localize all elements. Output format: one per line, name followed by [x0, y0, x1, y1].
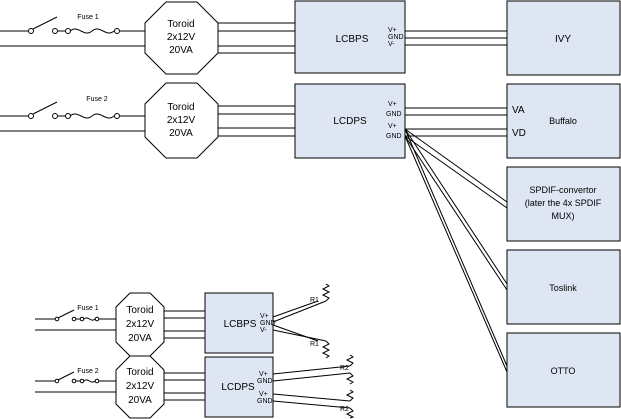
lcdps-pin-gnd-b: GND: [386, 133, 402, 140]
otto-label: OTTO: [551, 366, 576, 376]
toroid-1-to-psu-wires: [218, 22, 295, 54]
lcbps-pin-gnd: GND: [388, 34, 404, 41]
mini-lcdps-label: LCDPS: [221, 382, 255, 393]
toslink-label: Toslink: [549, 283, 577, 293]
toroid-2: Toroid 2x12V 20VA: [144, 82, 219, 159]
mini-lcdps-pin-vplus-a: V+: [259, 371, 268, 378]
mains-line-1: Fuse 1: [0, 14, 145, 47]
mini-lcdps-pin-gnd-b: GND: [257, 398, 273, 405]
mini-lcbps-pin-gnd: GND: [260, 320, 276, 327]
spdif-box: SPDIF-convertor (later the 4x SPDIF MUX): [506, 166, 621, 242]
mini-lcbps-box: LCBPS V+ GND V-: [204, 292, 276, 354]
toroid-1-line-3: 20VA: [169, 45, 193, 56]
spdif-line-3: MUX): [552, 211, 575, 221]
resistor-r1-upper: [321, 283, 331, 302]
toroid-2-to-psu-wires: [218, 105, 295, 137]
mini-switch-1: [57, 309, 75, 319]
lcbps-box: LCBPS V+ GND V-: [294, 0, 406, 74]
toroid-2-line-1: Toroid: [167, 102, 194, 113]
toroid-1: Toroid 2x12V 20VA: [144, 1, 219, 75]
mains-line-2: Fuse 2: [0, 96, 145, 132]
otto-box: OTTO: [506, 332, 621, 408]
buffalo-pin-va: VA: [512, 105, 525, 116]
buffalo-label: Buffalo: [549, 116, 577, 126]
mini-lcbps-pin-vminus: V-: [260, 327, 267, 334]
mini-toroid-2: Toroid 2x12V 20VA: [115, 355, 165, 419]
resistor-r2-lower-a: [345, 389, 354, 402]
switch-2: [32, 101, 58, 115]
spdif-line-1: SPDIF-convertor: [529, 185, 596, 195]
r1-lower-label: R1: [310, 341, 319, 348]
buffalo-pin-vd: VD: [512, 128, 526, 139]
resistor-r1-lower: [321, 340, 331, 359]
mini-toroid-2-line-3: 20VA: [128, 395, 152, 406]
lcdps-pin-gnd-a: GND: [386, 111, 402, 118]
lcbps-pin-vplus: V+: [388, 27, 397, 34]
resistor-r2-upper-a: [345, 354, 354, 367]
mini-fuse-1-symbol: [83, 317, 96, 321]
toroid-2-line-3: 20VA: [169, 128, 193, 139]
mini-lcbps-resistor-wires: R1 R1: [272, 283, 331, 359]
spdif-line-2: (later the 4x SPDIF: [525, 198, 602, 208]
r2-upper-label: R2: [340, 365, 349, 372]
mini-toroid-1-line-3: 20VA: [128, 333, 152, 344]
r1-upper-label: R1: [310, 297, 319, 304]
ivy-label: IVY: [555, 34, 571, 45]
mini-toroid-1-line-1: Toroid: [126, 305, 153, 316]
buffalo-box: VA VD Buffalo: [506, 83, 621, 159]
mini-lcbps-label: LCBPS: [224, 319, 257, 330]
mini-toroid-1-line-2: 2x12V: [126, 319, 155, 330]
ivy-box: IVY: [506, 0, 621, 76]
lcdps-to-buffalo-wires: [405, 107, 507, 137]
toslink-box: Toslink: [506, 249, 621, 325]
resistor-r2-upper-b: [345, 372, 354, 385]
mini-toroid-2-line-2: 2x12V: [126, 381, 155, 392]
toroid-1-line-2: 2x12V: [167, 32, 196, 43]
mini-lcbps-pin-vplus: V+: [260, 313, 269, 320]
lcdps-box: LCDPS V+ GND V+ GND: [294, 83, 406, 159]
mini-fuse-2-label: Fuse 2: [77, 368, 99, 375]
toroid-1-line-1: Toroid: [167, 19, 194, 30]
fuse-1-label: Fuse 1: [77, 14, 99, 21]
lcdps-pin-vplus-b: V+: [388, 123, 397, 130]
mini-toroid-1-wires: [164, 310, 205, 339]
mini-switch-2: [57, 371, 75, 381]
lcbps-to-ivy-wires: [405, 30, 507, 46]
lcbps-pin-vminus: V-: [388, 41, 395, 48]
mini-fuse-2-symbol: [83, 379, 96, 383]
fuse-2-label: Fuse 2: [86, 96, 108, 103]
lcdps-label: LCDPS: [333, 116, 367, 127]
toroid-2-line-2: 2x12V: [167, 115, 196, 126]
r2-lower-label: R2: [340, 406, 349, 413]
lcdps-pin-vplus-a: V+: [388, 101, 397, 108]
fuse-1-symbol: [69, 28, 115, 34]
mini-toroid-2-line-1: Toroid: [126, 367, 153, 378]
mini-fuse-1-label: Fuse 1: [77, 305, 99, 312]
mini-lcdps-pin-vplus-b: V+: [259, 391, 268, 398]
mini-mains-line-1: Fuse 1: [35, 305, 116, 331]
resistor-r2-lower-b: [345, 407, 355, 419]
mini-toroid-2-wires: [164, 372, 205, 401]
mini-toroid-1: Toroid 2x12V 20VA: [115, 292, 165, 357]
mini-lcdps-pin-gnd-a: GND: [257, 378, 273, 385]
fuse-2-symbol: [69, 113, 115, 119]
switch-1: [32, 16, 58, 30]
fanout-wires: [404, 128, 508, 373]
mini-mains-line-2: Fuse 2: [35, 368, 116, 393]
lcbps-label: LCBPS: [336, 34, 369, 45]
mini-lcdps-box: LCDPS V+ GND V+ GND: [204, 356, 274, 418]
mini-lcdps-resistor-wires: R2 R2: [272, 354, 355, 419]
